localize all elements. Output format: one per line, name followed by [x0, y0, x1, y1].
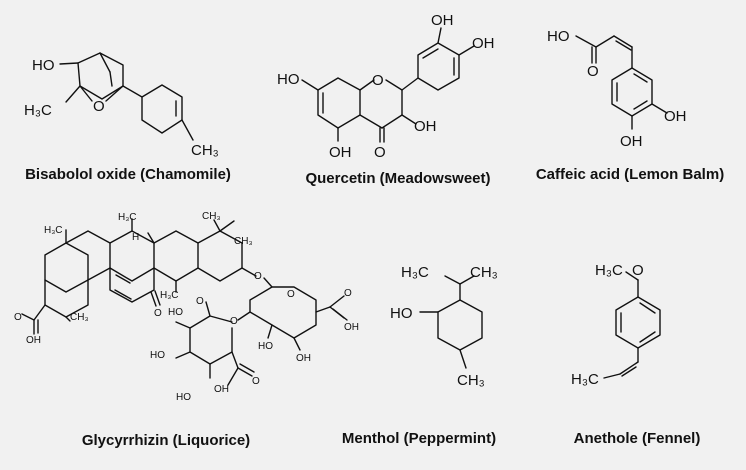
- atom-label: O: [374, 144, 386, 161]
- atom-label: OH: [664, 108, 687, 125]
- atom-label: CH₃: [70, 312, 89, 323]
- atom-label: OH: [26, 335, 41, 346]
- atom-label: O: [93, 98, 105, 115]
- atom-label: H₃C: [401, 264, 429, 281]
- atom-label: O: [287, 289, 295, 300]
- atom-label: OH: [472, 35, 495, 52]
- atom-label: O: [154, 308, 162, 319]
- atom-label: O: [230, 316, 238, 327]
- atom-label: OH: [296, 353, 311, 364]
- quercetin-structure: HO O OH O OH OH OH: [277, 12, 495, 161]
- atom-label: HO: [277, 71, 300, 88]
- caption-anethole: Anethole (Fennel): [573, 430, 701, 447]
- atom-label: HO: [547, 28, 570, 45]
- atom-label: O: [196, 296, 204, 307]
- atom-label: CH₃: [202, 211, 221, 222]
- atom-label: HO: [390, 305, 413, 322]
- atom-label: O: [372, 72, 384, 89]
- atom-label: HO: [150, 350, 165, 361]
- atom-label: H₃C: [44, 225, 63, 236]
- atom-label: H₃C: [595, 262, 623, 279]
- menthol-structure: H₃C CH₃ HO CH₃: [390, 264, 498, 389]
- atom-label: CH₃: [191, 142, 219, 159]
- atom-label: O: [254, 271, 262, 282]
- caption-menthol: Menthol (Peppermint): [341, 430, 497, 447]
- atom-label: CH₃: [470, 264, 498, 281]
- atom-label: OH: [214, 384, 229, 395]
- caption-glycyrrhizin: Glycyrrhizin (Liquorice): [81, 432, 251, 449]
- anethole-structure: H₃C O H₃C: [571, 262, 661, 388]
- atom-label: H: [132, 232, 139, 243]
- atom-label: H₃C: [118, 212, 137, 223]
- atom-label: OH: [344, 322, 359, 333]
- atom-label: HO: [176, 392, 191, 403]
- caption-bisabolol-oxide: Bisabolol oxide (Chamomile): [25, 166, 231, 183]
- caption-caffeic-acid: Caffeic acid (Lemon Balm): [535, 166, 725, 183]
- atom-label: OH: [329, 144, 352, 161]
- atom-label: CH₃: [457, 372, 485, 389]
- atom-label: O: [252, 376, 260, 387]
- caption-quercetin: Quercetin (Meadowsweet): [305, 170, 491, 187]
- atom-label: OH: [414, 118, 437, 135]
- atom-label: HO: [258, 341, 273, 352]
- atom-label: O: [632, 262, 644, 279]
- atom-label: OH: [620, 133, 643, 150]
- atom-label: CH₃: [234, 236, 253, 247]
- glycyrrhizin-structure: H₃C H₃C H H₃C CH₃ CH₃ CH₃ O OH O O O O O…: [14, 211, 359, 403]
- atom-label: H₃C: [24, 102, 52, 119]
- atom-label: OH: [431, 12, 454, 29]
- atom-label: HO: [168, 307, 183, 318]
- caffeic-acid-structure: HO O OH OH: [547, 28, 687, 150]
- atom-label: O: [587, 63, 599, 80]
- atom-label: O: [14, 312, 22, 323]
- atom-label: HO: [32, 57, 55, 74]
- atom-label: H₃C: [160, 290, 179, 301]
- atom-label: O: [344, 288, 352, 299]
- bisabolol-oxide-structure: HO H₃C O CH₃: [24, 52, 219, 159]
- atom-label: H₃C: [571, 371, 599, 388]
